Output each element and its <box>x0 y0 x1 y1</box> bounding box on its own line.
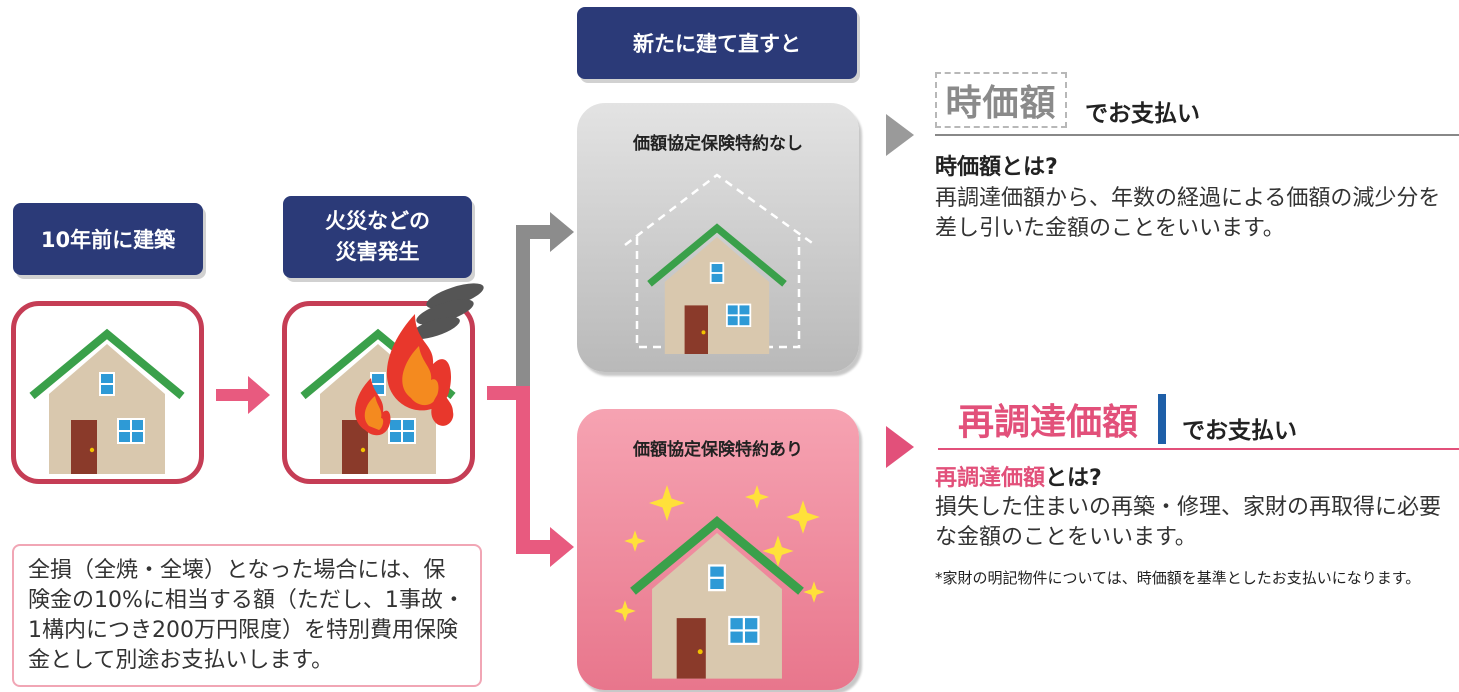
label-built-10-years-ago: 10年前に建築 <box>13 203 203 275</box>
box-without-rider: 価額協定保険特約なし <box>577 103 859 372</box>
house-icon <box>16 306 199 479</box>
jika-payment-text: でお支払い <box>1085 101 1200 127</box>
jika-badge: 時価額 <box>935 72 1067 128</box>
jika-definition-term: 時価額 <box>935 155 1002 180</box>
saichou-badge: 再調達価額 <box>938 394 1166 444</box>
box-with-rider-title: 価額協定保険特約あり <box>633 440 803 460</box>
house-box-fire <box>282 283 484 484</box>
arrow-to-saichou <box>886 426 914 468</box>
arrow-fire-to-without-rider <box>516 212 574 386</box>
arrow-to-jika <box>886 114 914 156</box>
saichou-definition-suffix: とは? <box>1045 466 1102 491</box>
arrow-fire-to-with-rider <box>487 386 574 567</box>
burning-house-icon <box>287 283 484 479</box>
smoke-icon <box>410 283 484 340</box>
saichou-heading: 再調達価額 でお支払い <box>938 388 1459 448</box>
fire-icon <box>354 314 454 436</box>
box-without-rider-title: 価額協定保険特約なし <box>633 134 803 154</box>
label-disaster-line2: 災害発生 <box>335 240 420 264</box>
jika-heading: 時価額 でお支払い <box>935 72 1459 136</box>
sparkling-house-icon <box>614 485 825 690</box>
jika-definition-heading: 時価額とは? <box>935 149 1058 181</box>
box-with-rider: 価額協定保険特約あり <box>577 409 859 690</box>
saichou-definition-heading: 再調達価額とは? <box>935 460 1102 492</box>
label-built-text: 10年前に建築 <box>40 228 176 252</box>
label-disaster-line1: 火災などの <box>325 209 430 233</box>
arrow-before-to-fire <box>216 376 270 414</box>
label-rebuild: 新たに建て直すと <box>577 7 857 79</box>
jika-divider <box>935 134 1459 136</box>
house-with-outline-icon <box>624 173 816 372</box>
saichou-definition-body: 損失した住まいの再築・修理、家財の再取得に必要な金額のことをいいます。 <box>935 495 1442 550</box>
special-expense-note: 全損（全焼・全壊）となった場合には、保険金の10%に相当する額（ただし、1事故・… <box>12 544 482 687</box>
label-disaster: 火災などの 災害発生 <box>283 196 472 278</box>
saichou-divider <box>938 448 1459 450</box>
saichou-definition-term: 再調達価額 <box>935 466 1046 491</box>
jika-definition-suffix: とは? <box>1001 155 1058 180</box>
jika-definition-body: 再調達価額から、年数の経過による価額の減少分を差し引いた金額のことをいいます。 <box>935 186 1441 241</box>
special-expense-note-text: 全損（全焼・全壊）となった場合には、保険金の10%に相当する額（ただし、1事故・… <box>28 558 465 673</box>
saichou-footnote: *家財の明記物件については、時価額を基準としたお支払いになります。 <box>935 569 1421 587</box>
label-rebuild-text: 新たに建て直すと <box>633 32 801 56</box>
house-box-before <box>11 301 204 484</box>
saichou-payment-text: でお支払い <box>1182 418 1297 444</box>
